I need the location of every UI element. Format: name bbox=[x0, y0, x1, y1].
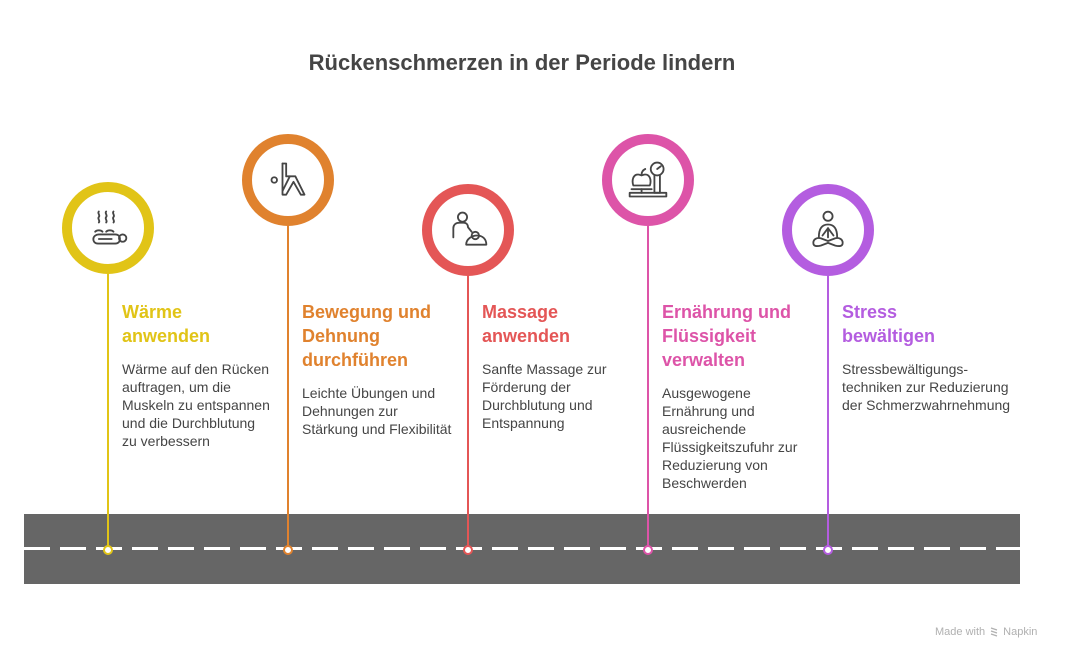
footer-made-with: Made with bbox=[935, 626, 986, 638]
milestone-stem bbox=[107, 262, 109, 548]
napkin-logo-icon bbox=[990, 627, 998, 637]
milestone-dot bbox=[823, 545, 833, 555]
step-description: Wärme auf den Rücken auftragen, um die M… bbox=[122, 361, 270, 449]
nutrition-scale-icon bbox=[628, 161, 668, 198]
step-description: Leichte Übungen und Dehnungen zur Stärku… bbox=[302, 385, 452, 437]
milestone-stem bbox=[287, 210, 289, 548]
step-heading: Ernährung und Flüssigkeit verwalten bbox=[662, 302, 791, 370]
step-description: Sanfte Massage zur Förderung der Durchbl… bbox=[482, 361, 607, 431]
heat-therapy-icon bbox=[92, 210, 128, 245]
milestone-circle bbox=[602, 134, 694, 226]
milestone-stem bbox=[827, 262, 829, 548]
milestone-dot bbox=[643, 545, 653, 555]
page-title: Rückenschmerzen in der Periode lindern bbox=[308, 50, 736, 75]
milestone-stem bbox=[647, 210, 649, 548]
road-center-line bbox=[24, 547, 1020, 550]
footer-brand: Napkin bbox=[1003, 626, 1038, 638]
milestone-dot bbox=[463, 545, 473, 555]
step-heading: Wärme anwenden bbox=[122, 302, 211, 346]
step-description: Ausgewogene Ernährung und ausreichende F… bbox=[662, 385, 798, 491]
meditation-icon bbox=[812, 210, 844, 247]
massage-icon bbox=[452, 211, 488, 246]
milestone-stem bbox=[467, 262, 469, 548]
milestone-circle bbox=[242, 134, 334, 226]
stretching-icon bbox=[270, 162, 306, 196]
milestone-circle bbox=[422, 184, 514, 276]
step-description: Stressbewältigungs-techniken zur Reduzie… bbox=[842, 361, 1011, 413]
milestone-dot bbox=[103, 545, 113, 555]
footer-attribution: Made with Napkin bbox=[935, 626, 1037, 638]
step-heading: Stress bewältigen bbox=[842, 302, 936, 346]
milestone-dot bbox=[283, 545, 293, 555]
step-heading: Bewegung und Dehnung durchführen bbox=[302, 302, 431, 370]
milestone-circle bbox=[62, 182, 154, 274]
step-heading: Massage anwenden bbox=[482, 302, 571, 346]
milestone-circle bbox=[782, 184, 874, 276]
